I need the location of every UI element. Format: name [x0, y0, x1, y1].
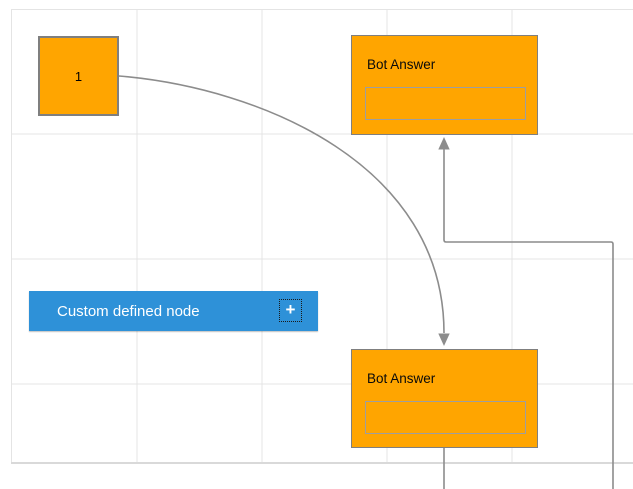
custom-node-button-label: Custom defined node: [57, 302, 200, 320]
bot-answer-field[interactable]: [365, 87, 526, 120]
plus-glyph: +: [285, 300, 296, 319]
grid: [11, 9, 633, 464]
arrowhead-up-icon: [438, 137, 450, 150]
arrowhead-down-icon: [438, 333, 450, 346]
plus-icon[interactable]: +: [279, 299, 302, 322]
node-bot-answer-top[interactable]: Bot Answer: [351, 35, 538, 135]
node-start[interactable]: 1: [38, 36, 119, 116]
custom-node-button[interactable]: Custom defined node +: [29, 291, 318, 331]
bot-answer-field[interactable]: [365, 401, 526, 434]
node-start-label: 1: [74, 68, 83, 84]
connector-start-to-bottom-node[interactable]: [118, 75, 445, 334]
node-bot-answer-bottom[interactable]: Bot Answer: [351, 349, 538, 448]
node-title: Bot Answer: [367, 57, 436, 72]
connectors: [118, 75, 614, 489]
connector-elbow-to-top-node[interactable]: [443, 149, 614, 489]
node-title: Bot Answer: [367, 371, 436, 386]
